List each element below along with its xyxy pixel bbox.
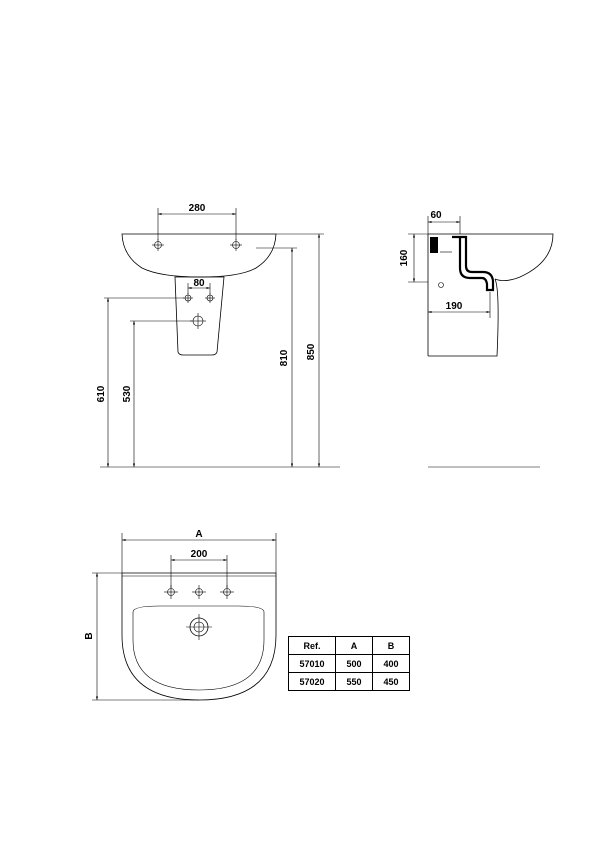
waste-outlet-icon <box>190 313 206 329</box>
tap-hole-plan-center-icon <box>192 585 206 599</box>
dim-tap-spacing: 280 <box>189 203 206 214</box>
basin-bowl-outline <box>132 605 265 691</box>
spec-cell-b: 450 <box>372 672 410 691</box>
basin-plan-outline <box>121 572 277 701</box>
spec-cell-b: 400 <box>372 654 410 673</box>
dim-trap-depth: 190 <box>446 301 463 312</box>
dim-width-label: A <box>195 529 202 540</box>
dim-tap-holes: 200 <box>191 549 208 560</box>
spec-header-b: B <box>372 636 410 655</box>
drain-icon <box>186 614 212 640</box>
dim-bracket-height: 610 <box>96 385 107 402</box>
plan-view: A 200 B <box>84 529 277 701</box>
table-row: 57020 550 450 <box>288 672 410 691</box>
tap-hole-left-icon <box>152 239 164 251</box>
waste-trap-icon <box>452 235 495 292</box>
spec-table: Ref. A B 57010 500 400 57020 550 450 <box>288 636 410 691</box>
side-view: 60 160 190 <box>399 210 554 468</box>
front-view: 280 80 610 530 810 850 <box>96 203 340 468</box>
wall-bracket-icon <box>430 237 438 253</box>
spec-cell-a: 500 <box>335 654 373 673</box>
dim-wall-offset: 60 <box>430 210 442 221</box>
basin-front-outline <box>121 233 277 278</box>
table-row: 57010 500 400 <box>288 654 410 673</box>
tap-hole-right-icon <box>230 239 242 251</box>
fixing-hole-left-icon <box>183 293 193 303</box>
pedestal-front-outline <box>174 276 225 356</box>
spec-cell-ref: 57020 <box>288 672 336 691</box>
spec-header-ref: Ref. <box>288 636 336 655</box>
basin-side-outline <box>428 233 554 281</box>
fixing-point-icon <box>438 282 444 288</box>
spec-cell-ref: 57010 <box>288 654 336 673</box>
spec-header-a: A <box>335 636 373 655</box>
dim-waste-height: 530 <box>122 385 133 402</box>
dim-total-height: 850 <box>306 343 317 360</box>
dim-pedestal-holes: 80 <box>193 278 205 289</box>
spec-cell-a: 550 <box>335 672 373 691</box>
pedestal-side-outline <box>428 278 499 357</box>
dim-trap-height: 160 <box>399 249 410 266</box>
dim-rim-height: 810 <box>279 349 290 366</box>
fixing-hole-right-icon <box>205 293 215 303</box>
spec-table-header-row: Ref. A B <box>288 636 410 655</box>
dim-depth-label: B <box>84 632 95 639</box>
